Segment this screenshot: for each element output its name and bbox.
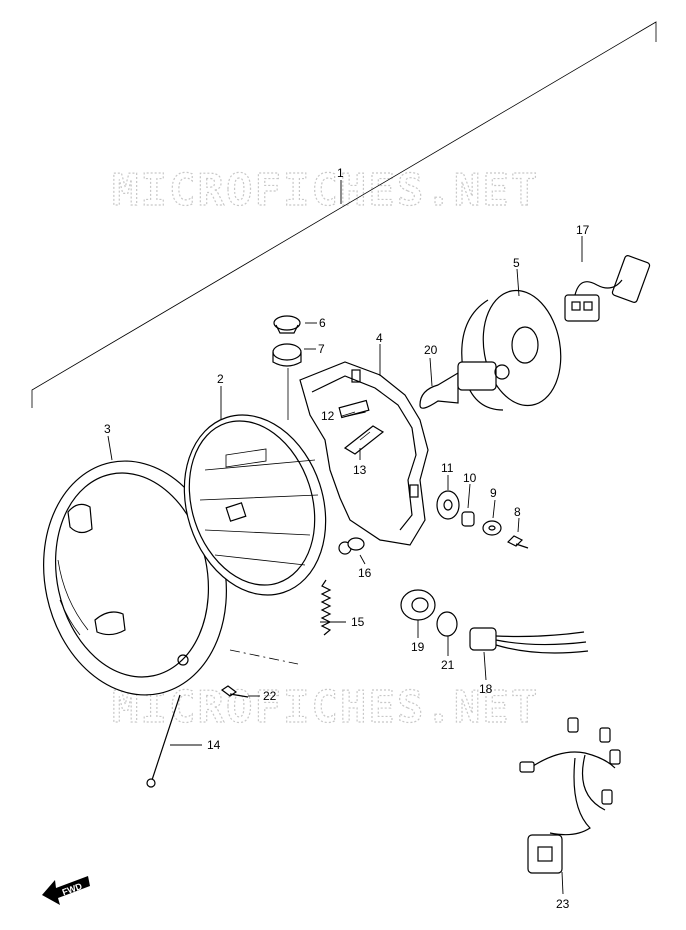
- part-5-socket-cover: [461, 289, 562, 411]
- callout-12: 12: [321, 409, 335, 423]
- part-20-bulb: [419, 361, 510, 409]
- callout-4: 4: [376, 331, 383, 345]
- callout-5: 5: [513, 256, 520, 270]
- callout-8: 8: [514, 505, 521, 519]
- callout-labels: 1 2 3 4 5 6 7 8 9 10 11 12 13 14 15 16 1…: [104, 166, 590, 911]
- part-16-clip: [347, 537, 365, 551]
- callout-6: 6: [319, 316, 326, 330]
- part-7-grommet: [272, 343, 302, 420]
- callout-2: 2: [217, 372, 224, 386]
- callout-13: 13: [353, 463, 367, 477]
- part-9-washer: [482, 520, 502, 536]
- callout-14: 14: [207, 738, 221, 752]
- part-12-adjuster: [338, 399, 370, 419]
- part-17-connector: [564, 255, 651, 322]
- part-21-position-bulb: [436, 611, 458, 637]
- part-4-housing-bracket: [299, 361, 429, 546]
- callout-9: 9: [490, 486, 497, 500]
- part-11-rubber-mount: [436, 490, 460, 520]
- part-19-grommet: [400, 589, 436, 621]
- part-10-collar: [461, 511, 475, 527]
- callout-18: 18: [479, 682, 493, 696]
- callout-20-bulb-21: 21: [441, 658, 455, 672]
- watermark-top: MICROFICHES.NET: [112, 165, 539, 216]
- part-15-spring: [229, 579, 332, 665]
- leader-lines: [107, 180, 583, 895]
- callout-17: 17: [576, 223, 590, 237]
- callout-15: 15: [351, 615, 365, 629]
- callout-11: 11: [441, 461, 454, 475]
- callout-7: 7: [318, 342, 325, 356]
- callout-20: 20: [424, 343, 438, 357]
- callout-10: 10: [463, 471, 477, 485]
- part-6-cap: [273, 315, 301, 334]
- watermark-bottom: MICROFICHES.NET: [112, 682, 539, 733]
- assembly-bracket: [31, 21, 657, 408]
- part-18-socket-harness: [469, 627, 589, 654]
- callout-16: 16: [358, 566, 372, 580]
- part-14-long-screw: [146, 694, 181, 788]
- part-8-bolt: [506, 535, 529, 549]
- callout-22: 22: [263, 689, 277, 703]
- part-23-wiring-harness: [519, 717, 621, 874]
- callout-3: 3: [104, 422, 111, 436]
- part-22-screw: [220, 685, 249, 698]
- forward-arrow-icon: FWD: [42, 876, 90, 905]
- callout-19: 19: [411, 640, 425, 654]
- part-2-headlamp-unit: [183, 414, 352, 596]
- callout-23: 23: [556, 897, 570, 911]
- part-13-bracket-plate: [343, 425, 385, 455]
- fwd-label: FWD: [61, 881, 84, 898]
- callout-1: 1: [337, 166, 344, 180]
